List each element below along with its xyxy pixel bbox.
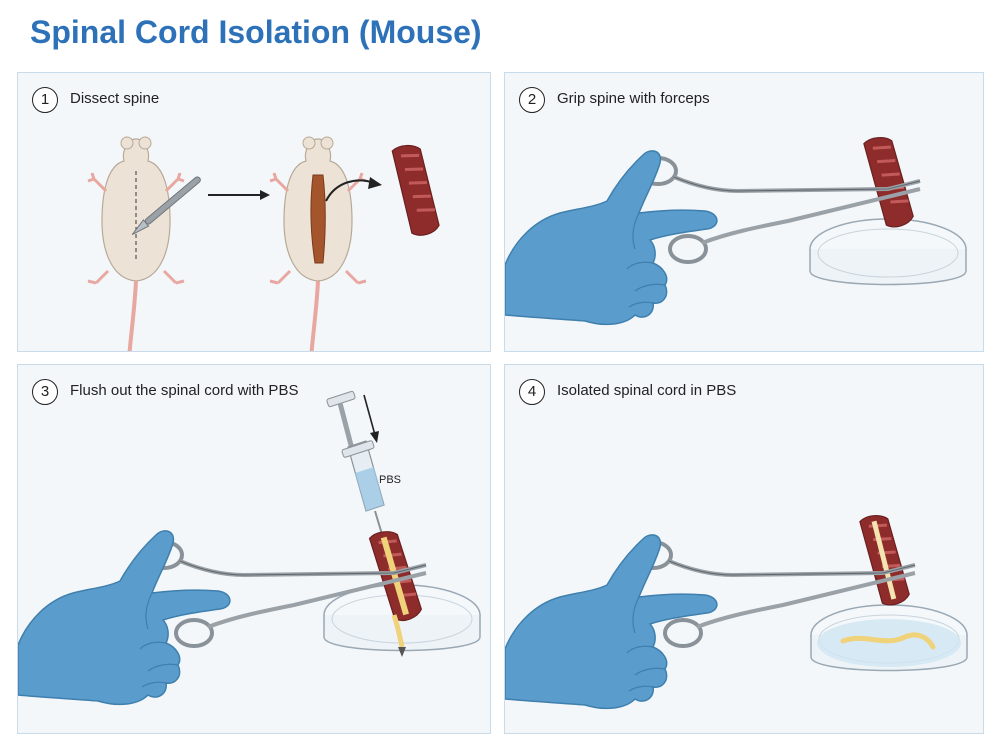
step-number-badge: 2 [519, 87, 545, 113]
step-label: Grip spine with forceps [557, 90, 710, 107]
step-label: Isolated spinal cord in PBS [557, 382, 737, 399]
step-panel-3: 3 Flush out the spinal cord with PBS PBS [17, 364, 491, 734]
syringe-icon [326, 390, 385, 542]
arrow-down-icon [363, 394, 379, 443]
petri-dish-icon [809, 218, 967, 286]
spine-segment-illustration [390, 140, 442, 240]
spinal-cord-illustration [391, 614, 405, 648]
step-number-badge: 1 [32, 87, 58, 113]
mouse-intact-illustration [86, 135, 186, 351]
flush-illustration: PBS [18, 390, 481, 706]
step-label: Flush out the spinal cord with PBS [70, 382, 299, 399]
spine-segment-illustration [857, 510, 913, 610]
step-panel-4: 4 Isolated spinal cord in PBS [504, 364, 984, 734]
step-number-badge: 3 [32, 379, 58, 405]
page-title: Spinal Cord Isolation (Mouse) [30, 14, 482, 50]
step-panel-1: 1 Dissect spine [17, 72, 491, 352]
mouse-opened-illustration [268, 135, 368, 351]
grip-illustration [505, 132, 967, 326]
step-panel-2: 2 Grip spine with forceps [504, 72, 984, 352]
step-label: Dissect spine [70, 90, 160, 107]
spine-segment-illustration [861, 132, 917, 232]
dissect-illustration [86, 135, 442, 351]
isolated-cord-illustration [505, 510, 968, 710]
gloved-hand-icon [18, 530, 231, 706]
spinal-cord-illustration [840, 632, 936, 650]
spine-segment-illustration [367, 525, 425, 626]
petri-dish-icon [810, 604, 968, 672]
step-number-badge: 4 [519, 379, 545, 405]
scalpel-icon [131, 176, 201, 236]
pbs-annotation: PBS [379, 474, 401, 486]
arrow-right-icon [208, 190, 270, 200]
